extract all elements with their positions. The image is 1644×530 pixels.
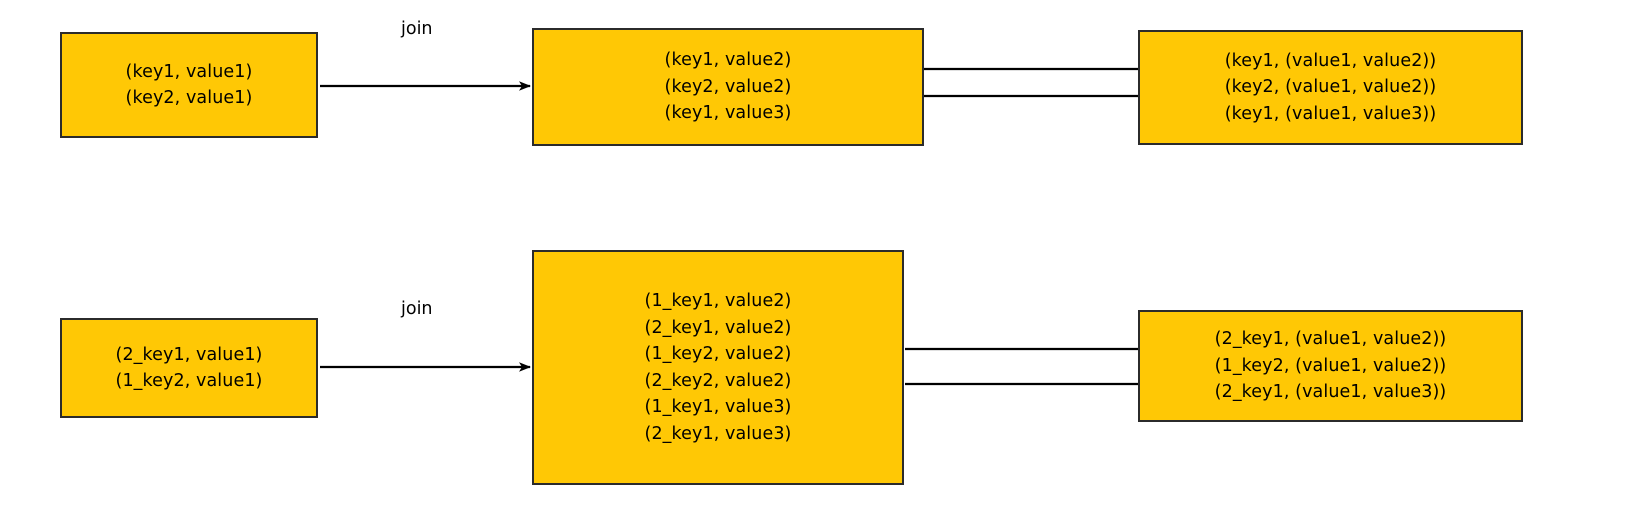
node-e-line-1: (1_key1, value2) bbox=[644, 291, 792, 311]
node-d-lines: (2_key1, value1) (1_key2, value1) bbox=[116, 342, 263, 395]
node-e-line-6: (2_key1, value3) bbox=[644, 423, 792, 444]
node-c[interactable]: (key1, (value1, value2)) (key2, (value1,… bbox=[1138, 30, 1523, 145]
node-e[interactable]: (1_key1, value2) (2_key1, value2) (1_key… bbox=[532, 250, 904, 485]
node-e-line-5: (1_key1, value3) bbox=[644, 397, 792, 417]
node-b[interactable]: (key1, value2) (key2, value2) (key1, val… bbox=[532, 28, 924, 146]
node-c-line-3: (key1, (value1, value3)) bbox=[1224, 103, 1437, 124]
node-a-line-1: (key1, value1) bbox=[125, 61, 253, 82]
edge-label-join-row-1: join bbox=[401, 19, 433, 39]
node-f-line-1: (2_key1, (value1, value2)) bbox=[1214, 329, 1447, 350]
node-b-line-1: (key1, value2) bbox=[664, 50, 792, 71]
node-e-lines: (1_key1, value2) (2_key1, value2) (1_key… bbox=[645, 288, 792, 447]
node-d[interactable]: (2_key1, value1) (1_key2, value1) bbox=[60, 318, 318, 418]
node-e-line-2: (2_key1, value2) bbox=[644, 317, 792, 338]
node-e-line-3: (1_key2, value2) bbox=[644, 344, 792, 364]
node-c-lines: (key1, (value1, value2)) (key2, (value1,… bbox=[1225, 48, 1437, 128]
node-b-lines: (key1, value2) (key2, value2) (key1, val… bbox=[665, 47, 792, 127]
node-d-line-2: (1_key2, value1) bbox=[115, 371, 263, 391]
node-c-line-1: (key1, (value1, value2)) bbox=[1224, 50, 1437, 71]
node-a-lines: (key1, value1) (key2, value1) bbox=[126, 59, 253, 112]
node-f-line-2: (1_key2, (value1, value2)) bbox=[1214, 355, 1447, 376]
node-f[interactable]: (2_key1, (value1, value2)) (1_key2, (val… bbox=[1138, 310, 1523, 422]
node-a-line-2: (key2, value1) bbox=[125, 88, 253, 108]
node-a[interactable]: (key1, value1) (key2, value1) bbox=[60, 32, 318, 138]
node-b-line-3: (key1, value3) bbox=[664, 103, 792, 124]
node-e-line-4: (2_key2, value2) bbox=[644, 370, 792, 391]
node-d-line-1: (2_key1, value1) bbox=[115, 344, 263, 365]
node-b-line-2: (key2, value2) bbox=[664, 76, 792, 97]
node-f-lines: (2_key1, (value1, value2)) (1_key2, (val… bbox=[1215, 326, 1447, 406]
edge-label-join-row-2: join bbox=[401, 299, 433, 319]
node-c-line-2: (key2, (value1, value2)) bbox=[1224, 77, 1437, 98]
node-f-line-3: (2_key1, (value1, value3)) bbox=[1214, 382, 1447, 403]
